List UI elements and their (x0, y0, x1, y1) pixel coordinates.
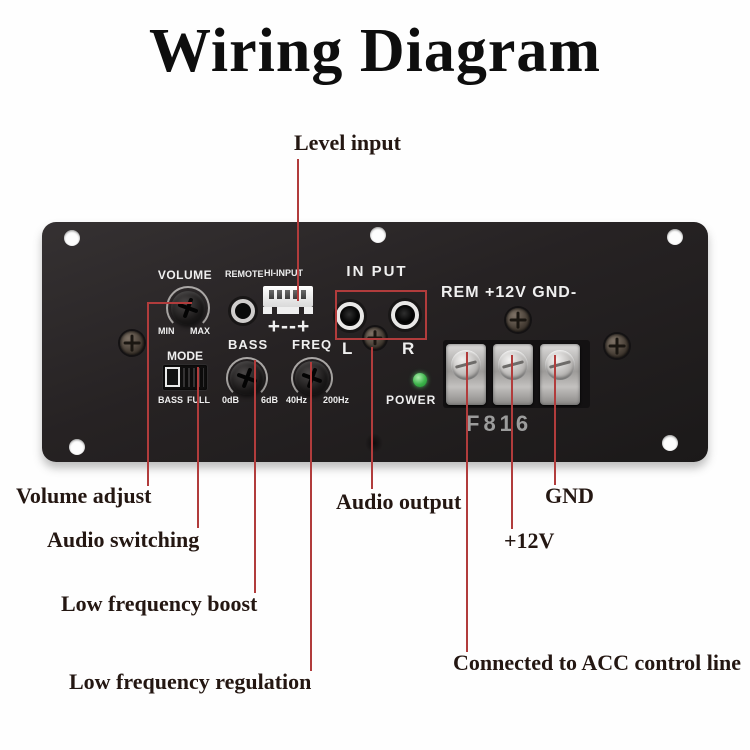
power-terminals-label: REM +12V GND- (441, 284, 578, 301)
mode-switch-knob (165, 367, 180, 387)
bass-scale-arc (226, 357, 268, 399)
volume-scale-arc (166, 286, 210, 330)
terminal-12v (493, 344, 533, 405)
power-label: POWER (386, 393, 437, 407)
mode-switch-ridges (183, 368, 204, 387)
rca-highlight-rect (335, 290, 427, 340)
label-low-frequency-boost: Low frequency boost (61, 591, 258, 616)
line-volume-adjust (147, 302, 149, 486)
bass-min-label: 0dB (222, 395, 240, 405)
connector-pins (263, 286, 313, 299)
label-audio-output: Audio output (336, 489, 462, 514)
line-audio-output (371, 347, 373, 489)
line-audio-switching (197, 367, 199, 528)
screw-icon (506, 308, 530, 332)
volume-label: VOLUME (157, 268, 213, 282)
right-channel-label: R (402, 339, 415, 358)
page-title: Wiring Diagram (149, 17, 601, 85)
label-plus-12v: +12V (504, 528, 555, 553)
bass-max-label: 6dB (261, 395, 279, 405)
label-gnd: GND (545, 483, 594, 508)
line-volume-adjust-horizontal (147, 302, 192, 304)
hi-input-connector (263, 286, 313, 314)
freq-knob (295, 361, 329, 395)
label-level-input: Level input (294, 130, 401, 155)
hi-input-label: HI-INPUT (264, 268, 303, 278)
model-label: F816 (466, 411, 533, 436)
bass-knob (230, 361, 264, 395)
screw-icon (605, 334, 629, 358)
mounting-hole-top-left (64, 230, 80, 246)
terminal-gnd (540, 344, 580, 405)
mounting-hole-bottom-left (69, 439, 85, 455)
line-low-frequency-boost (254, 360, 256, 593)
mounting-hole-top-middle (370, 227, 386, 243)
remote-jack (231, 299, 255, 323)
volume-knob (171, 291, 205, 325)
mode-bass-label: BASS (158, 395, 184, 405)
label-acc: Connected to ACC control line (453, 650, 742, 675)
mounting-hole-top-right (667, 229, 683, 245)
label-audio-switching: Audio switching (47, 527, 200, 552)
label-low-frequency-regulation: Low frequency regulation (69, 669, 312, 694)
left-channel-label: L (342, 339, 353, 358)
rca-jack-left (336, 302, 364, 330)
volume-max-label: MAX (190, 326, 210, 336)
power-led (413, 373, 427, 387)
amplifier-board: VOLUME MIN MAX REMOTE HI-INPUT +--+ IN P… (42, 222, 708, 462)
screw-icon (120, 331, 144, 355)
line-level-input (297, 159, 299, 301)
input-label: IN PUT (346, 263, 408, 280)
hi-input-polarity-label: +--+ (267, 315, 311, 338)
label-volume-adjust: Volume adjust (16, 483, 152, 508)
mode-label: MODE (167, 349, 203, 363)
freq-max-label: 200Hz (323, 395, 350, 405)
mounting-hole-bottom-right (662, 435, 678, 451)
mode-switch (163, 365, 207, 390)
freq-label: FREQ (292, 337, 333, 352)
line-12v (511, 355, 513, 529)
freq-scale-arc (291, 357, 333, 399)
freq-min-label: 40Hz (286, 395, 308, 405)
line-gnd (554, 355, 556, 485)
line-acc (466, 352, 468, 652)
rca-jack-right (391, 301, 419, 329)
bass-label: BASS (228, 337, 269, 352)
volume-min-label: MIN (158, 326, 175, 336)
remote-label: REMOTE (225, 269, 264, 279)
board-smudge (365, 433, 383, 453)
line-low-frequency-regulation (310, 362, 312, 671)
